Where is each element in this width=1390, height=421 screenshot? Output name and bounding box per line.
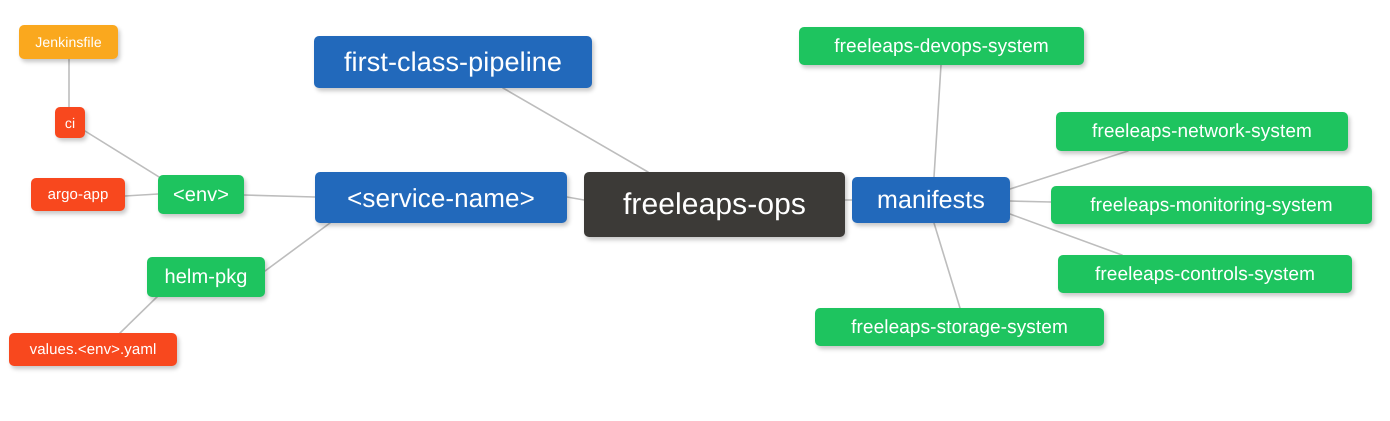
node-label-service-name: <service-name> bbox=[347, 182, 535, 213]
node-service-name[interactable]: <service-name> bbox=[315, 172, 567, 223]
node-label-freeleaps-monitoring-system: freeleaps-monitoring-system bbox=[1090, 194, 1333, 216]
node-label-freeleaps-ops: freeleaps-ops bbox=[622, 187, 807, 221]
node-label-env: <env> bbox=[172, 183, 230, 206]
node-freeleaps-ops[interactable]: freeleaps-ops bbox=[584, 172, 845, 237]
node-label-ci: ci bbox=[64, 114, 76, 131]
node-label-freeleaps-controls-system: freeleaps-controls-system bbox=[1094, 263, 1316, 285]
node-helm-pkg[interactable]: helm-pkg bbox=[147, 257, 265, 297]
node-label-jenkinsfile: Jenkinsfile bbox=[35, 34, 102, 50]
node-freeleaps-monitoring-system[interactable]: freeleaps-monitoring-system bbox=[1051, 186, 1372, 224]
node-label-manifests: manifests bbox=[877, 185, 985, 214]
edge-helm-pkg-to-values-yaml bbox=[119, 293, 161, 334]
node-label-freeleaps-devops-system: freeleaps-devops-system bbox=[834, 35, 1049, 57]
edge-manifests-to-freeleaps-network-system bbox=[1009, 150, 1129, 190]
edge-first-class-pipeline-to-freeleaps-ops bbox=[502, 87, 649, 173]
edge-manifests-to-freeleaps-storage-system bbox=[933, 222, 961, 309]
edge-argo-app-to-env bbox=[124, 193, 159, 197]
node-label-helm-pkg: helm-pkg bbox=[164, 266, 248, 288]
node-freeleaps-controls-system[interactable]: freeleaps-controls-system bbox=[1058, 255, 1352, 293]
edge-env-to-service-name bbox=[243, 194, 316, 198]
node-ci[interactable]: ci bbox=[55, 107, 85, 138]
node-freeleaps-storage-system[interactable]: freeleaps-storage-system bbox=[815, 308, 1104, 346]
node-label-freeleaps-storage-system: freeleaps-storage-system bbox=[851, 316, 1068, 338]
node-label-freeleaps-network-system: freeleaps-network-system bbox=[1092, 121, 1312, 142]
node-label-first-class-pipeline: first-class-pipeline bbox=[343, 46, 563, 77]
node-freeleaps-network-system[interactable]: freeleaps-network-system bbox=[1056, 112, 1348, 151]
node-jenkinsfile[interactable]: Jenkinsfile bbox=[19, 25, 118, 59]
edge-manifests-to-freeleaps-devops-system bbox=[933, 64, 942, 178]
node-argo-app[interactable]: argo-app bbox=[31, 178, 125, 211]
node-first-class-pipeline[interactable]: first-class-pipeline bbox=[314, 36, 592, 88]
node-values-yaml[interactable]: values.<env>.yaml bbox=[9, 333, 177, 366]
edge-service-name-to-helm-pkg bbox=[264, 222, 331, 272]
node-freeleaps-devops-system[interactable]: freeleaps-devops-system bbox=[799, 27, 1084, 65]
node-env[interactable]: <env> bbox=[158, 175, 244, 214]
node-label-values-yaml: values.<env>.yaml bbox=[29, 341, 157, 358]
edge-manifests-to-freeleaps-monitoring-system bbox=[1009, 200, 1052, 203]
node-manifests[interactable]: manifests bbox=[852, 177, 1010, 223]
node-label-argo-app: argo-app bbox=[47, 186, 109, 203]
edge-service-name-to-freeleaps-ops bbox=[566, 196, 585, 201]
